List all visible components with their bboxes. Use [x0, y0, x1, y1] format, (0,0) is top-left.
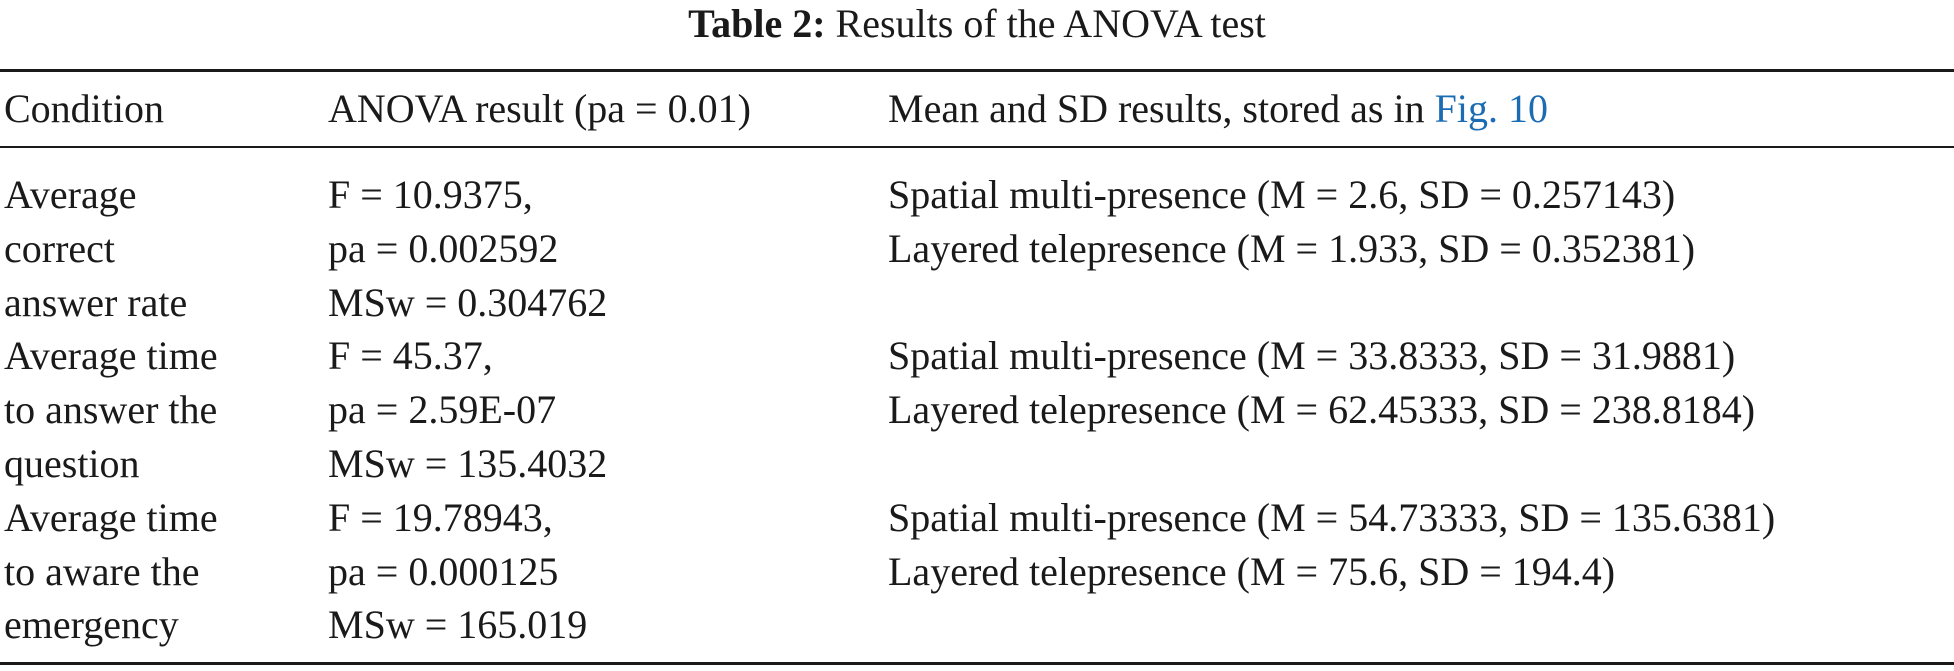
header-mean-sd-text: Mean and SD results, stored as in: [888, 86, 1435, 131]
condition-line: to answer the: [4, 387, 218, 433]
results-cell: Spatial multi-presence (M = 33.8333, SD …: [888, 329, 1755, 437]
anova-pa-value: pa = 2.59E-07: [328, 387, 557, 433]
table-caption-label: Table 2:: [688, 1, 826, 46]
anova-cell: F = 10.9375, pa = 0.002592 MSw = 0.30476…: [328, 168, 607, 329]
condition-line: answer rate: [4, 279, 188, 325]
anova-msw-value: MSw = 0.304762: [328, 279, 608, 325]
condition-line: correct: [4, 225, 116, 271]
table-bottom-rule: [0, 662, 1954, 665]
header-condition: Condition: [4, 86, 165, 131]
anova-cell: F = 45.37, pa = 2.59E-07 MSw = 135.4032: [328, 329, 607, 490]
anova-f-value: F = 10.9375,: [328, 172, 533, 217]
condition-line: emergency: [4, 602, 179, 648]
spatial-multi-presence-result: Spatial multi-presence (M = 54.73333, SD…: [888, 494, 1776, 540]
anova-f-value: F = 19.78943,: [328, 494, 553, 540]
condition-line: Average time: [4, 494, 218, 540]
table-top-rule: [0, 69, 1954, 72]
table-row: Average correct answer rate F = 10.9375,…: [0, 168, 1954, 329]
anova-msw-value: MSw = 135.4032: [328, 440, 608, 486]
anova-f-value: F = 45.37,: [328, 333, 493, 379]
figure-link[interactable]: Fig. 10: [1434, 86, 1548, 131]
spatial-multi-presence-result: Spatial multi-presence (M = 33.8333, SD …: [888, 333, 1736, 379]
table-caption: Table 2: Results of the ANOVA test: [0, 0, 1954, 52]
condition-cell: Average time to aware the emergency: [4, 491, 218, 652]
condition-cell: Average time to answer the question: [4, 329, 218, 490]
table-body: Average correct answer rate F = 10.9375,…: [0, 168, 1954, 652]
condition-line: Average: [4, 172, 137, 217]
header-anova-result: ANOVA result (pa = 0.01): [328, 86, 751, 131]
anova-pa-value: pa = 0.000125: [328, 548, 559, 594]
condition-cell: Average correct answer rate: [4, 168, 187, 329]
spatial-multi-presence-result: Spatial multi-presence (M = 2.6, SD = 0.…: [888, 172, 1676, 217]
results-cell: Spatial multi-presence (M = 54.73333, SD…: [888, 491, 1775, 599]
table-row: Average time to aware the emergency F = …: [0, 491, 1954, 652]
condition-line: question: [4, 440, 140, 486]
anova-msw-value: MSw = 165.019: [328, 602, 588, 648]
header-mean-sd: Mean and SD results, stored as in Fig. 1…: [888, 74, 1548, 144]
condition-line: Average time: [4, 333, 218, 379]
layered-telepresence-result: Layered telepresence (M = 62.45333, SD =…: [888, 387, 1756, 433]
table-caption-text: Results of the ANOVA test: [835, 1, 1266, 46]
table-row: Average time to answer the question F = …: [0, 329, 1954, 490]
layered-telepresence-result: Layered telepresence (M = 1.933, SD = 0.…: [888, 225, 1696, 271]
condition-line: to aware the: [4, 548, 200, 594]
table-header-row: Condition ANOVA result (pa = 0.01) Mean …: [0, 74, 1954, 144]
table-header-rule: [0, 146, 1954, 148]
results-cell: Spatial multi-presence (M = 2.6, SD = 0.…: [888, 168, 1695, 276]
layered-telepresence-result: Layered telepresence (M = 75.6, SD = 194…: [888, 548, 1616, 594]
anova-pa-value: pa = 0.002592: [328, 225, 559, 271]
anova-cell: F = 19.78943, pa = 0.000125 MSw = 165.01…: [328, 491, 587, 652]
